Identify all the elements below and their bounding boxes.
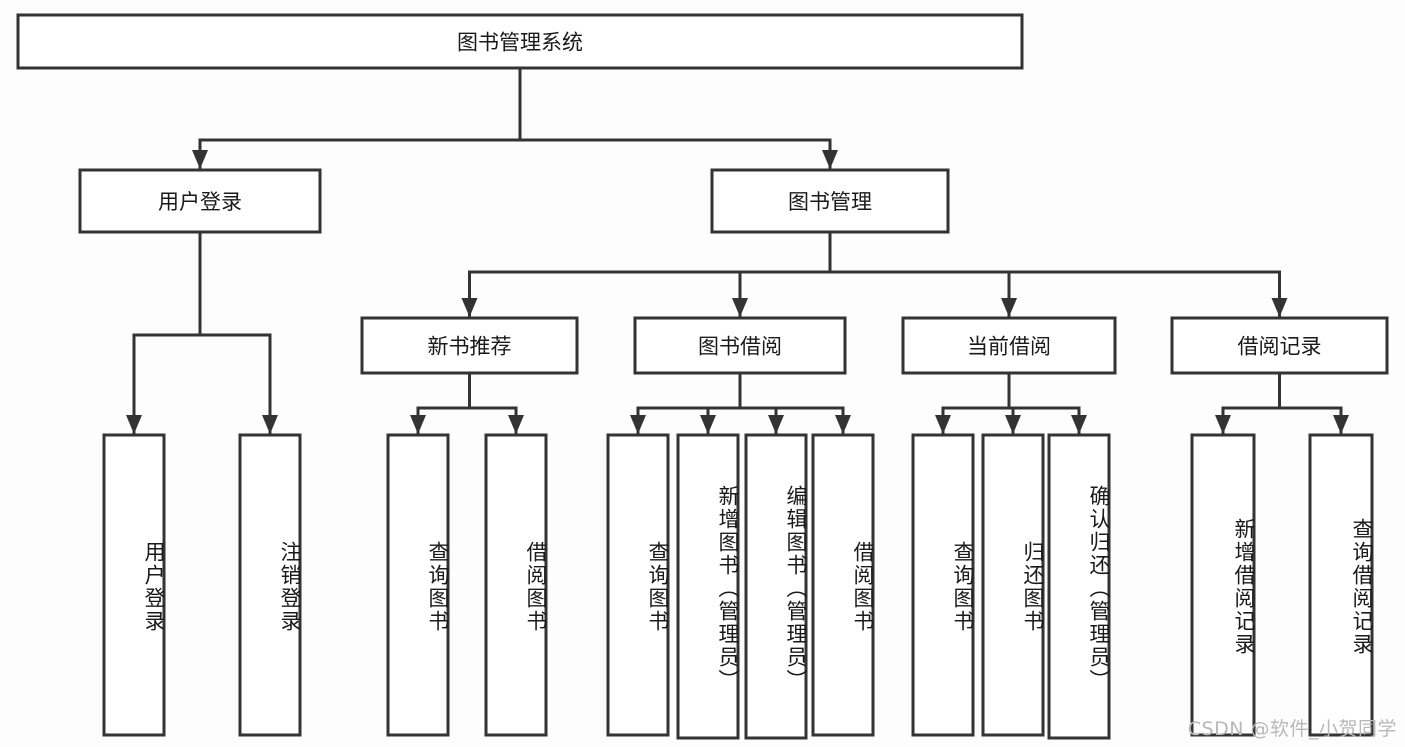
arrow-head-icon — [700, 415, 716, 434]
level2-node-2-box[interactable] — [710, 168, 950, 234]
leaf-node-5-box[interactable] — [606, 433, 670, 737]
arrow-head-icon — [262, 415, 278, 434]
level3-node-2-box[interactable] — [633, 316, 847, 375]
leaf-node-1-box[interactable] — [102, 433, 166, 737]
arrow-head-icon — [126, 415, 142, 434]
level3-node-2-label: 图书借阅 — [698, 335, 782, 359]
level3-node-4-label: 借阅记录 — [1238, 335, 1322, 359]
arrow-head-icon — [822, 150, 838, 169]
arrow-head-icon — [192, 150, 208, 169]
root-node-label: 图书管理系统 — [457, 31, 583, 55]
leaf-node-4-box[interactable] — [484, 433, 548, 737]
arrow-head-icon — [1005, 415, 1021, 434]
leaf-node-10-box[interactable] — [981, 433, 1045, 737]
level2-node-1-box[interactable] — [78, 168, 322, 234]
level3-node-3-label: 当前借阅 — [967, 335, 1051, 359]
arrow-head-icon — [410, 415, 426, 434]
leaf-node-2-box[interactable] — [238, 433, 302, 737]
level3-node-1-label: 新书推荐 — [428, 335, 512, 359]
arrow-head-icon — [508, 415, 524, 434]
leaf-node-8-box[interactable] — [811, 433, 875, 737]
leaf-node-12-box[interactable] — [1190, 433, 1256, 737]
arrow-head-icon — [835, 415, 851, 434]
arrow-head-icon — [1001, 298, 1017, 317]
arrow-head-icon — [935, 415, 951, 434]
level3-node-3-box[interactable] — [901, 316, 1117, 375]
level3-node-1-box[interactable] — [360, 316, 579, 375]
arrow-head-icon — [768, 415, 784, 434]
leaf-node-7-box[interactable] — [744, 433, 808, 740]
level3-node-4-box[interactable] — [1170, 316, 1389, 375]
arrow-head-icon — [1271, 298, 1288, 317]
arrow-head-icon — [1333, 415, 1349, 434]
watermark-text: CSDN @软件_小贺同学 — [1187, 718, 1397, 740]
arrow-head-icon — [1215, 415, 1231, 434]
arrow-head-icon — [1071, 415, 1087, 434]
arrow-head-icon — [461, 298, 478, 317]
leaf-node-3-box[interactable] — [386, 433, 450, 737]
leaf-node-11-box[interactable] — [1047, 433, 1111, 740]
connector-lines — [126, 66, 1349, 436]
arrow-head-icon — [630, 415, 646, 434]
leaf-node-9-box[interactable] — [911, 433, 975, 737]
root-node-box[interactable] — [16, 13, 1024, 70]
node-boxes — [16, 13, 1389, 740]
leaf-node-6-box[interactable] — [676, 433, 740, 740]
leaf-node-13-box[interactable] — [1308, 433, 1374, 737]
arrow-head-icon — [732, 298, 748, 317]
level2-node-2-label: 图书管理 — [788, 190, 872, 214]
level2-node-1-label: 用户登录 — [158, 190, 242, 214]
